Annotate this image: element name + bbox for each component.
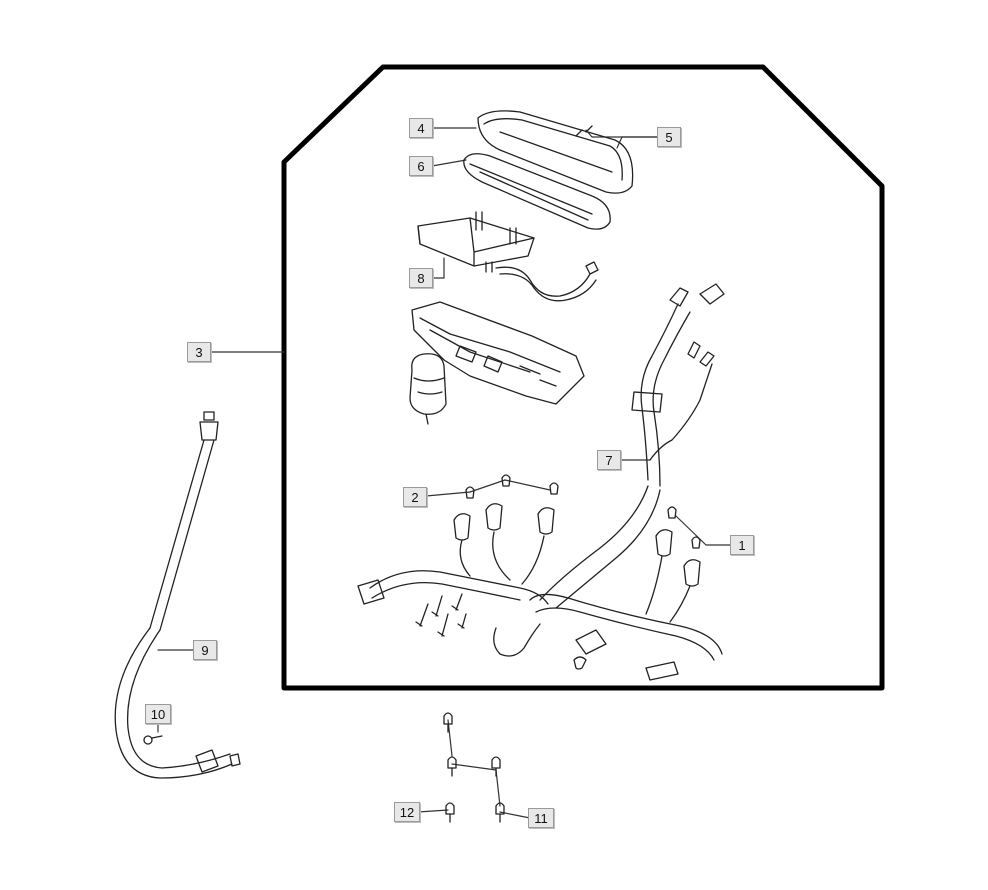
- circuit-board: [417, 211, 599, 302]
- callout-9: 9: [193, 640, 217, 660]
- instrument-lens: [477, 110, 634, 194]
- assembly-outline: [281, 64, 885, 691]
- meter-housing: [409, 301, 585, 425]
- instrument-bezel: [463, 153, 611, 230]
- callout-12: 12: [394, 802, 420, 822]
- wiring-harness: [357, 283, 725, 681]
- callout-5: 5: [657, 127, 681, 147]
- screw-10: [143, 735, 163, 745]
- leader-lines: [157, 127, 731, 819]
- callout-1: 1: [730, 535, 754, 555]
- callout-10: 10: [145, 704, 171, 724]
- callout-3: 3: [187, 342, 211, 362]
- bulbs: [465, 474, 701, 549]
- callout-11: 11: [528, 808, 554, 828]
- callout-4: 4: [409, 118, 433, 138]
- callout-8: 8: [409, 268, 433, 288]
- callout-7: 7: [597, 450, 621, 470]
- callout-6: 6: [409, 156, 433, 176]
- callout-2: 2: [403, 487, 427, 507]
- bolts: [443, 712, 505, 823]
- speedometer-cable: [114, 411, 241, 779]
